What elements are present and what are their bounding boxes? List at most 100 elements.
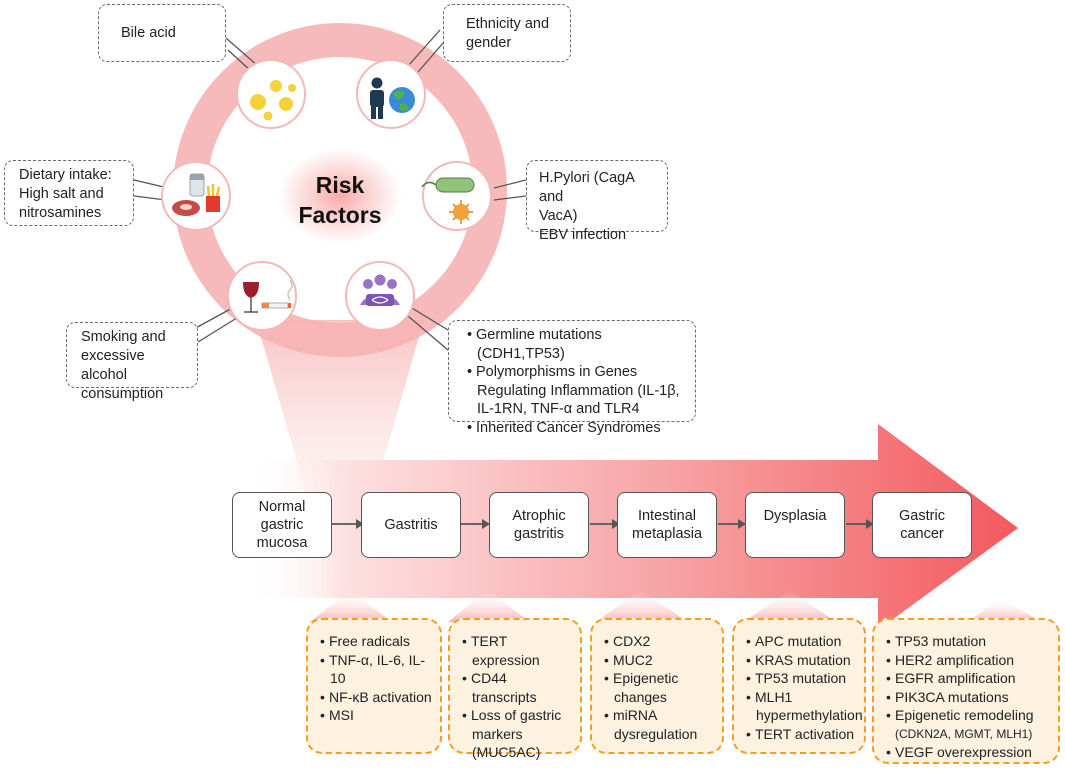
callout-triangle-intestinal [596, 590, 688, 622]
genetic-factor-item: Germline mutations (CDH1,TP53) [476, 326, 689, 363]
infection-label-line3: EBV infection [539, 227, 627, 243]
bile-acid-label: Bile acid [121, 24, 176, 41]
ethnicity-label-line1: Ethnicity and [466, 16, 550, 32]
molecular-item: APC mutation [755, 632, 856, 651]
risk-factors-title-line2: Factors [298, 202, 382, 228]
molecular-atrophic-box: TERT expression CD44 transcripts Loss of… [448, 618, 582, 760]
salt-meat-fries-icon [172, 173, 221, 216]
stage-gastritis: Gastritis [361, 492, 461, 558]
molecular-item: TP53 mutation [755, 669, 856, 688]
infection-label-line2: VacA) [539, 208, 578, 224]
molecular-item: TNF-α, IL-6, IL-10 [329, 651, 432, 688]
callout-triangle-atrophic [448, 590, 530, 622]
stage-cancer-line2: cancer [900, 526, 944, 542]
smoking-label-line1: Smoking and [81, 329, 166, 345]
molecular-item: MLH1 hypermethylation [755, 688, 863, 725]
molecular-item: MUC2 [613, 651, 714, 670]
bile-acid-droplets-icon [250, 80, 296, 121]
molecular-item: Epigenetic remodeling [895, 706, 1050, 725]
dna-people-icon [360, 274, 400, 306]
molecular-item: KRAS mutation [755, 651, 856, 670]
molecular-item: Epigenetic changes [613, 669, 714, 706]
bacterium-virus-icon [421, 177, 475, 224]
stage-intestinal-metaplasia: Intestinal metaplasia [617, 492, 717, 558]
molecular-item: TERT expression [471, 632, 572, 669]
arrow-3 [612, 519, 620, 529]
callout-triangle-dysplasia [744, 590, 836, 622]
stage-intestinal-line1: Intestinal [637, 508, 697, 524]
infection-icon-circle [422, 161, 492, 231]
molecular-item: Loss of gastric markers (MUC5AC) [471, 706, 572, 762]
callout-triangle-gastritis [310, 590, 392, 622]
molecular-item: NF-κB activation [329, 688, 432, 707]
molecular-item: TERT activation [755, 725, 856, 744]
smoking-alcohol-box: Smoking and excessive alcohol consumptio… [66, 322, 198, 402]
connector-infection-2 [493, 195, 527, 201]
connector-ethnicity-1 [407, 29, 441, 67]
diet-label-line1: Dietary intake: [19, 167, 112, 183]
smoking-icon-circle [227, 261, 297, 331]
molecular-item: Free radicals [329, 632, 432, 651]
infection-box: H.Pylori (CagA and VacA) EBV infection [526, 160, 668, 243]
wine-cigarette-icon [243, 279, 293, 313]
molecular-item: (CDKN2A, MGMT, MLH1) [895, 725, 1050, 744]
stage-dysplasia-line1: Dysplasia [763, 508, 827, 524]
molecular-item: CDX2 [613, 632, 714, 651]
connector-smoking-1 [191, 305, 237, 331]
stage-normal-mucosa: Normal gastric mucosa [232, 492, 332, 558]
ethnicity-gender-box: Ethnicity and gender [443, 4, 571, 62]
callout-triangle-cancer [968, 598, 1042, 622]
stage-atrophic-line1: Atrophic [512, 508, 566, 524]
molecular-item: CD44 transcripts [471, 669, 572, 706]
molecular-intestinal-box: CDX2 MUC2 Epigenetic changes miRNA dysre… [590, 618, 724, 754]
genetic-factors-box: Germline mutations (CDH1,TP53) Polymorph… [448, 320, 696, 436]
stage-gastritis-line1: Gastritis [384, 517, 438, 533]
smoking-label-line3: consumption [81, 386, 164, 402]
molecular-item-detail: (CDKN2A, MGMT, MLH1) [895, 726, 1033, 741]
stage-dysplasia: Dysplasia [745, 492, 845, 558]
molecular-item: PIK3CA mutations [895, 688, 1050, 707]
stage-normal-line2: gastric [260, 517, 304, 533]
molecular-item: TP53 mutation [895, 632, 1050, 651]
connector-genetic-2 [407, 315, 449, 351]
infection-label-line1: H.Pylori (CagA and [539, 170, 635, 205]
molecular-item: HER2 amplification [895, 651, 1050, 670]
connector-infection-1 [493, 179, 527, 189]
molecular-item: miRNA dysregulation [613, 706, 714, 743]
stage-cancer-line1: Gastric [899, 508, 945, 524]
stage-gastric-cancer: Gastric cancer [872, 492, 972, 558]
connector-diet-2 [133, 195, 167, 201]
connector-bile-1 [225, 37, 259, 67]
connector-ethnicity-2 [417, 41, 445, 73]
stage-atrophic-gastritis: Atrophic gastritis [489, 492, 589, 558]
stage-normal-line3: mucosa [256, 535, 308, 551]
bile-acid-box: Bile acid [98, 4, 226, 62]
dietary-intake-box: Dietary intake: High salt and nitrosamin… [4, 160, 134, 226]
genetic-factor-item: Inherited Cancer Syndromes [476, 419, 689, 438]
ethnicity-label-line2: gender [466, 35, 512, 51]
arrow-5 [866, 519, 874, 529]
diet-label-line3: nitrosamines [19, 205, 102, 221]
molecular-gastritis-box: Free radicals TNF-α, IL-6, IL-10 NF-κB a… [306, 618, 442, 754]
arrow-4 [738, 519, 746, 529]
molecular-item: VEGF overexpression [895, 743, 1050, 762]
molecular-cancer-box: TP53 mutation HER2 amplification EGFR am… [872, 618, 1060, 764]
stage-normal-line1: Normal [258, 499, 306, 515]
stage-atrophic-line2: gastritis [514, 526, 564, 542]
arrow-1 [356, 519, 364, 529]
stage-intestinal-line2: metaplasia [631, 526, 703, 542]
risk-factors-title: Risk Factors [270, 170, 410, 230]
smoking-label-line2: excessive alcohol [81, 348, 145, 383]
bile-icon-circle [236, 59, 306, 129]
molecular-item: EGFR amplification [895, 669, 1050, 688]
person-globe-icon [370, 77, 415, 119]
risk-factors-title-line1: Risk [315, 172, 365, 198]
diet-label-line2: High salt and [19, 186, 104, 202]
molecular-dysplasia-box: APC mutation KRAS mutation TP53 mutation… [732, 618, 866, 754]
arrow-2 [482, 519, 490, 529]
genetic-factors-list: Germline mutations (CDH1,TP53) Polymorph… [465, 326, 689, 437]
genetic-factor-item: Polymorphisms in Genes Regulating Inflam… [476, 363, 689, 419]
molecular-item: MSI [329, 706, 432, 725]
connector-smoking-2 [197, 315, 241, 343]
